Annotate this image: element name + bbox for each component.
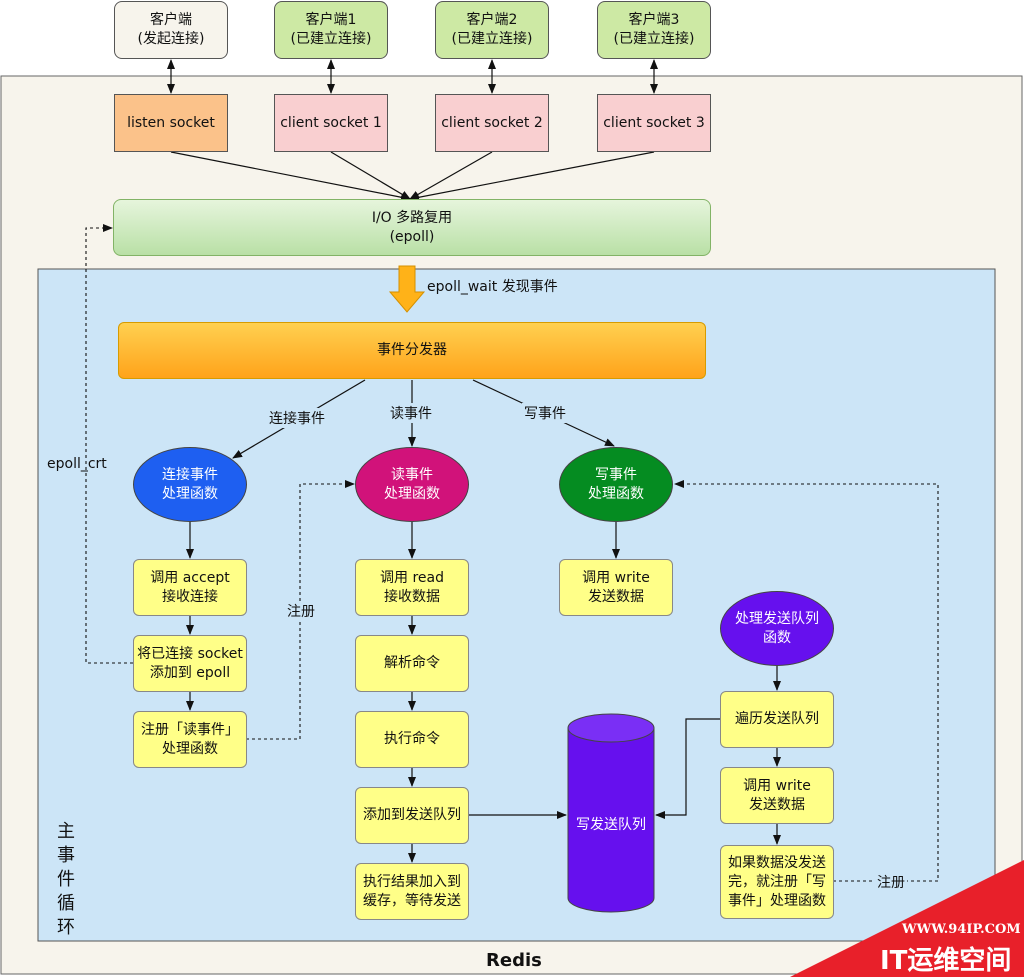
write-handler: 写事件 处理函数 [559,447,673,522]
read-step-parse: 解析命令 [355,635,469,692]
watermark-brand: IT运维空间 [880,946,1012,976]
edge-socket1-epoll [330,151,411,200]
send-queue-cylinder: 写发送队列 [576,816,646,833]
queue-step-write: 调用 write 发送数据 [720,767,834,824]
read-step-buffer: 执行结果加入到 缓存，等待发送 [355,863,469,920]
client-socket-2: client socket 2 [435,94,549,152]
epoll-ctl-label: epoll_crt [47,456,107,472]
label-write-event: 写事件 [522,403,568,423]
accept-step-register-read: 注册「读事件」 处理函数 [133,711,247,768]
accept-step-add-epoll: 将已连接 socket 添加到 epoll [133,635,247,692]
edge-socket2-epoll [409,151,493,200]
read-handler: 读事件 处理函数 [355,447,469,522]
edge-socket0-epoll [170,151,411,202]
label-read-event: 读事件 [388,403,434,423]
read-step-read: 调用 read 接收数据 [355,559,469,616]
main-event-loop-label: 主 事 件 循 环 [57,821,75,938]
redis-label: Redis [486,950,542,971]
label-connect-event: 连接事件 [267,408,327,428]
edge-dequeue [655,718,720,819]
write-step-write: 调用 write 发送数据 [559,559,673,616]
label-register-read: 注册 [285,601,317,621]
event-dispatcher: 事件分发器 [118,322,706,379]
client-initiating: 客户端 (发起连接) [114,1,228,59]
io-multiplexing-epoll: I/O 多路复用 (epoll) [113,199,711,256]
epoll-wait-label: epoll_wait 发现事件 [427,279,558,295]
edge-socket3-epoll [409,151,655,202]
client-2: 客户端2 (已建立连接) [435,1,549,59]
read-step-execute: 执行命令 [355,711,469,768]
edge-epoll-ctl [85,224,133,664]
label-register-write: 注册 [875,872,907,892]
read-step-enqueue: 添加到发送队列 [355,787,469,844]
queue-handler: 处理发送队列 函数 [720,591,834,666]
watermark-url: WWW.94IP.COM [902,922,1021,937]
accept-handler: 连接事件 处理函数 [133,447,247,522]
epoll-wait-arrow [388,265,426,313]
send-queue-cylinder-shape [567,713,655,913]
queue-step-traverse: 遍历发送队列 [720,691,834,748]
client-socket-1: client socket 1 [274,94,388,152]
client-3: 客户端3 (已建立连接) [597,1,711,59]
client-socket-3: client socket 3 [597,94,711,152]
queue-step-register-write: 如果数据没发送 完，就注册「写 事件」处理函数 [720,845,834,919]
listen-socket: listen socket [114,94,228,152]
client-1: 客户端1 (已建立连接) [274,1,388,59]
accept-step-accept: 调用 accept 接收连接 [133,559,247,616]
watermark-triangle [790,860,1024,977]
